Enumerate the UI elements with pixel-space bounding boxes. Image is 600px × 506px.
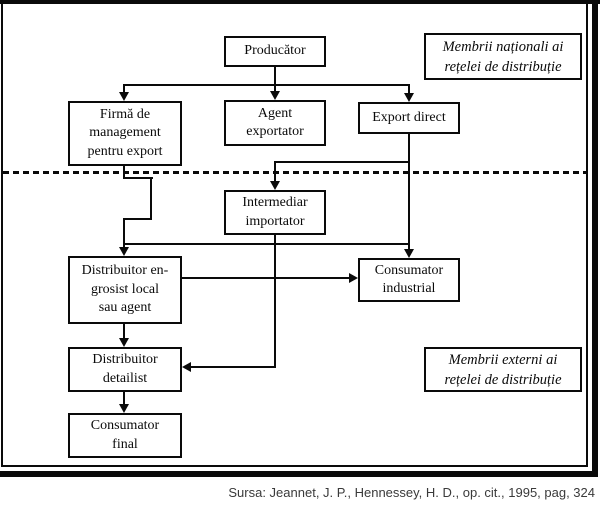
frame-outer-right <box>592 0 598 477</box>
node-distribuitor-detailist: Distribuitor detailist <box>68 347 182 392</box>
arrow-into-firma <box>119 92 129 101</box>
arrow-into-engrosist <box>119 247 129 256</box>
node-firma-management: Firmă de management pentru export <box>68 101 182 166</box>
arrow-into-consumator-industrial <box>404 249 414 258</box>
edge-drop-to-intermediar <box>274 161 276 182</box>
node-producator: Producător <box>224 36 326 67</box>
edge-export-to-intermediar-h <box>274 161 410 163</box>
annotation-membrii-externi: Membrii externi ai rețelei de distribuți… <box>424 347 582 392</box>
edge-producator-stem <box>274 66 276 86</box>
edge-drop-to-firma <box>123 84 125 93</box>
edge-firma-stair-h2 <box>123 218 152 220</box>
edge-firma-stair-v3 <box>123 218 125 249</box>
arrow-into-agent <box>270 91 280 100</box>
edge-cross-link-h <box>123 243 410 245</box>
node-export-direct: Export direct <box>358 102 460 134</box>
edge-drop-to-agent <box>274 84 276 92</box>
arrow-into-export <box>404 93 414 102</box>
edge-producator-split-h <box>123 84 410 86</box>
edge-drop-to-export <box>408 84 410 94</box>
arrow-into-consumator-final <box>119 404 129 413</box>
node-consumator-final: Consumator final <box>68 413 182 458</box>
edge-detailist-to-final-v <box>123 392 125 405</box>
annotation-membrii-nationali: Membrii naționali ai rețelei de distribu… <box>424 33 582 80</box>
node-consumator-industrial: Consumator industrial <box>358 258 460 302</box>
frame-inner-border <box>1 2 588 467</box>
arrow-into-intermediar <box>270 181 280 190</box>
arrow-into-detailist-side <box>182 362 191 372</box>
edge-export-vertical <box>408 133 410 250</box>
national-external-divider-dashed-line <box>3 171 586 174</box>
edge-intermediar-vertical <box>274 235 276 368</box>
edge-firma-stair-v2 <box>150 177 152 220</box>
arrow-into-detailist-top <box>119 338 129 347</box>
node-distribuitor-engrosist: Distribuitor en- grosist local sau agent <box>68 256 182 324</box>
source-caption: Sursa: Jeannet, J. P., Hennessey, H. D.,… <box>228 485 595 500</box>
frame-outer-bottom <box>0 471 598 477</box>
edge-intermediar-to-detailist-h <box>191 366 276 368</box>
edge-engrosist-to-detailist-v <box>123 324 125 339</box>
edge-firma-stair-v1 <box>123 164 125 179</box>
arrow-into-consumator-ind-side <box>349 273 358 283</box>
node-agent-exportator: Agent exportator <box>224 100 326 146</box>
node-intermediar-importator: Intermediar importator <box>224 190 326 235</box>
edge-firma-stair-h1 <box>123 177 153 179</box>
edge-engrosist-to-consumator-h <box>182 277 350 279</box>
